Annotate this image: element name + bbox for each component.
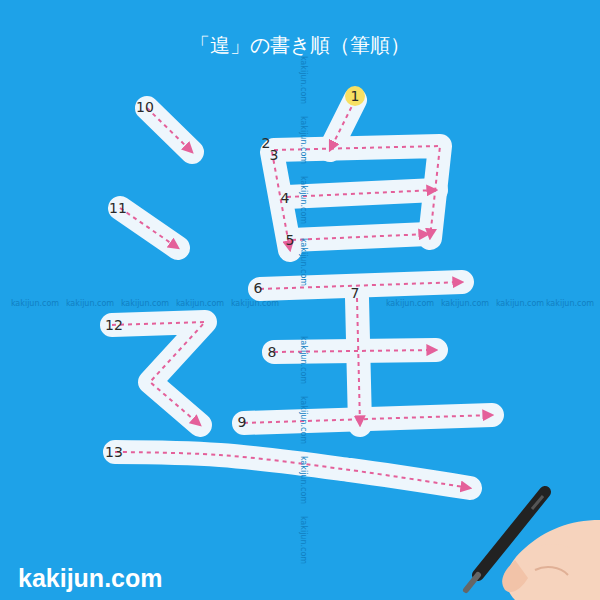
stroke-arrow [260, 282, 462, 289]
stroke-number: 6 [254, 281, 263, 295]
title: 「遑」の書き順（筆順） [190, 32, 410, 59]
stroke-path [120, 208, 178, 248]
stroke-path [244, 415, 492, 423]
stroke-number: 10 [136, 100, 154, 114]
stroke-number: 7 [351, 286, 360, 300]
stroke-number: 5 [286, 233, 295, 247]
stroke-path [292, 234, 428, 240]
watermark: kakijun.com [299, 56, 307, 104]
stroke-arrow [115, 452, 470, 488]
stroke-number: 13 [105, 445, 123, 459]
stroke-arrow [330, 100, 355, 150]
start-marker [345, 86, 365, 106]
stroke-arrow [244, 415, 492, 423]
stroke-number: 3 [270, 148, 279, 162]
watermark: kakijun.com [299, 516, 307, 564]
stroke-path [147, 108, 192, 152]
stroke-arrow [357, 298, 360, 425]
watermark: kakijun.com [386, 300, 434, 308]
stroke-arrow [120, 208, 178, 248]
stroke-arrow [274, 146, 440, 238]
stroke-number: 8 [268, 345, 277, 359]
stroke-number: 1 [351, 89, 360, 103]
site-name: kakijun.com [18, 566, 163, 591]
watermark: kakijun.com [299, 396, 307, 444]
watermark: kakijun.com [299, 456, 307, 504]
watermark: kakijun.com [441, 300, 489, 308]
watermark: kakijun.com [299, 116, 307, 164]
stroke-arrow [147, 108, 192, 152]
stroke-path [287, 190, 436, 197]
stroke-arrow [112, 322, 205, 425]
stroke-number: 11 [109, 201, 127, 215]
hand-with-pen [466, 492, 600, 600]
watermark: kakijun.com [496, 300, 544, 308]
stroke-number: 2 [262, 136, 271, 150]
watermark: kakijun.com [176, 300, 224, 308]
stroke-path [274, 350, 436, 352]
watermark: kakijun.com [299, 336, 307, 384]
watermark: kakijun.com [66, 300, 114, 308]
watermark: kakijun.com [11, 300, 59, 308]
stroke-arrows [112, 100, 492, 488]
character-strokes [112, 100, 492, 488]
watermark: kakijun.com [299, 176, 307, 224]
stroke-arrow [274, 350, 436, 352]
watermark: kakijun.com [231, 300, 279, 308]
stroke-number: 9 [238, 415, 247, 429]
stroke-number: 12 [105, 318, 123, 332]
stroke-arrow [292, 234, 428, 240]
stroke-arrow [287, 190, 436, 197]
stroke-number: 4 [281, 191, 290, 205]
watermark: kakijun.com [299, 238, 307, 286]
stroke-path [112, 322, 205, 425]
stroke-path [115, 452, 470, 488]
watermark: kakijun.com [546, 300, 594, 308]
watermark: kakijun.com [121, 300, 169, 308]
